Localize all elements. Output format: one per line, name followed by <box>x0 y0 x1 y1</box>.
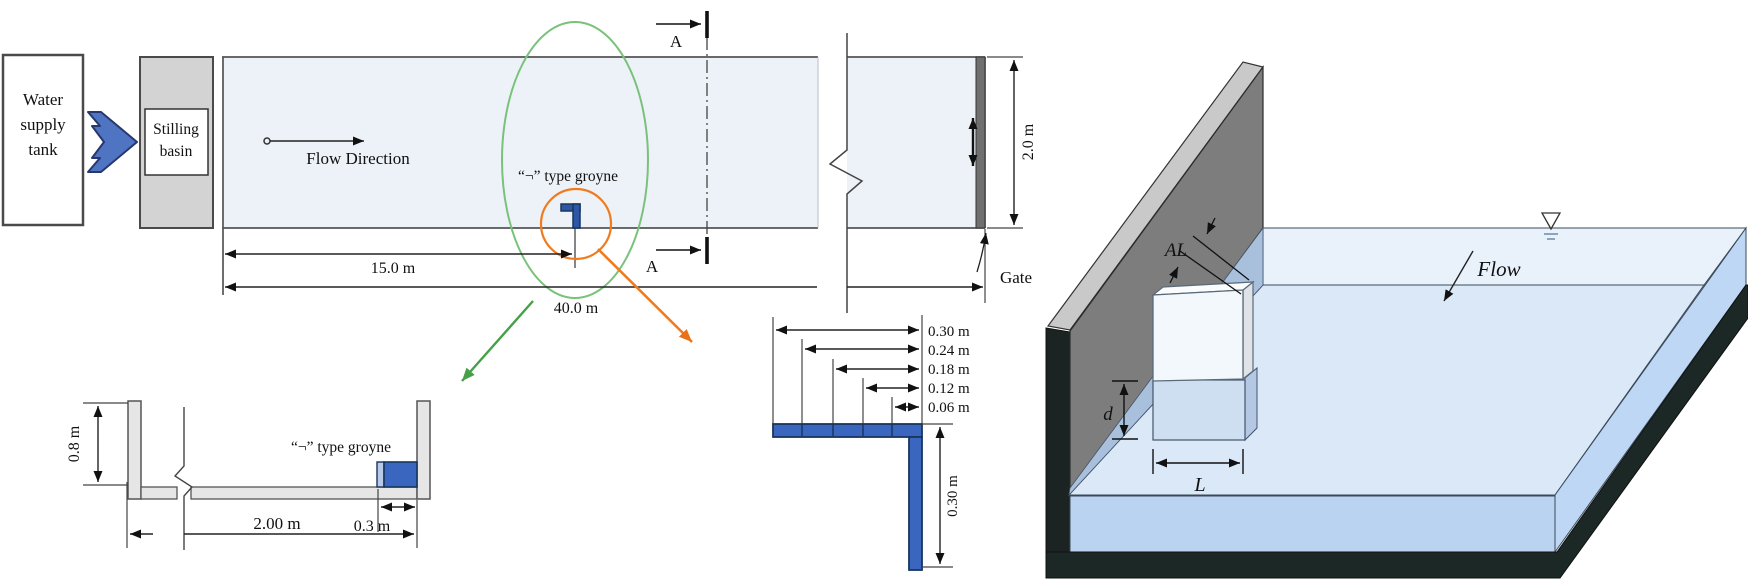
section-break-icon <box>173 407 194 550</box>
dim-al-label: AL <box>1163 240 1187 261</box>
cross-section-view: “¬” type groyne 0.8 m 0.3 m 2.00 m <box>66 300 534 550</box>
gate-callout: Gate <box>976 232 1032 287</box>
section-a-top-label: A <box>670 32 683 51</box>
dim-stem-0-30m: 0.30 m <box>922 423 961 568</box>
dim-stem-label: 0.30 m <box>945 475 961 517</box>
basin-label-1: Stilling <box>153 121 199 138</box>
dim-15m-label: 15.0 m <box>371 260 416 277</box>
gate-label: Gate <box>1000 268 1032 287</box>
dim-l-label: L <box>1193 474 1205 496</box>
basin-label-2: basin <box>160 143 193 160</box>
green-leader-arrow-icon <box>461 300 534 382</box>
base-slab <box>1045 284 1748 579</box>
detail-dim-012: 0.12 m <box>928 381 970 397</box>
flow-label: Flow <box>1476 257 1520 281</box>
dim-0-8m-label: 0.8 m <box>66 425 83 462</box>
section-groyne-block <box>376 461 418 488</box>
dim-15m: 15.0 m <box>225 249 572 277</box>
dim-d-label: d <box>1103 404 1113 425</box>
supply-arrow-icon <box>87 111 138 173</box>
section-groyne-label: “¬” type groyne <box>291 439 391 456</box>
tank-label-2: supply <box>20 115 66 134</box>
gate-bar <box>975 56 986 229</box>
dim-2-00m: 2.00 m <box>126 482 418 548</box>
flow-direction: Flow Direction <box>263 136 410 168</box>
flow-annotation: Flow <box>1443 250 1521 302</box>
orange-highlight-circle <box>539 187 613 261</box>
dim-40m-label: 40.0 m <box>554 300 599 317</box>
groyne-detail-view: 0.30 m 0.24 m 0.18 m 0.12 m 0.06 m 0.30 … <box>597 248 970 571</box>
water-front-face <box>1069 495 1556 553</box>
dim-0-3m: 0.3 m <box>354 489 415 535</box>
detail-dim-024: 0.24 m <box>928 343 970 359</box>
flow-direction-label: Flow Direction <box>306 149 410 168</box>
detail-groyne-shape <box>772 423 923 571</box>
dim-l: L <box>1152 449 1244 496</box>
water-level-icon <box>1540 212 1562 240</box>
section-a-a: A A <box>646 11 709 276</box>
tank-label-3: tank <box>28 140 58 159</box>
flume-plan <box>222 33 986 313</box>
dim-2-00m-label: 2.00 m <box>253 514 300 533</box>
flume-break-icon <box>828 33 864 313</box>
tank-label-1: Water <box>23 90 63 109</box>
plan-view: Water supply tank Stilling basin <box>1 11 1037 317</box>
plan-groyne-label: “¬” type groyne <box>518 168 618 185</box>
stilling-basin: Stilling basin <box>139 56 214 229</box>
dim-2m: 2.0 m <box>987 56 1037 229</box>
dim-d: d <box>1103 380 1138 440</box>
orange-leader-arrow-icon <box>597 248 693 343</box>
groyne-plate <box>1151 280 1255 382</box>
detail-dim-006: 0.06 m <box>928 400 970 416</box>
perspective-view: AL d L Flow <box>1045 61 1748 579</box>
detail-dim-030: 0.30 m <box>928 324 970 340</box>
dim-0-8m: 0.8 m <box>66 402 128 486</box>
dim-al: AL <box>1163 217 1250 295</box>
detail-dim-018: 0.18 m <box>928 362 970 378</box>
dim-2m-label: 2.0 m <box>1020 123 1037 160</box>
green-highlight-ellipse <box>501 21 649 299</box>
water-supply-tank: Water supply tank <box>1 53 85 227</box>
dim-0-3m-label: 0.3 m <box>354 518 391 535</box>
wall-left-edge <box>1045 327 1071 579</box>
plan-groyne <box>560 203 581 268</box>
section-a-bottom-label: A <box>646 257 659 276</box>
